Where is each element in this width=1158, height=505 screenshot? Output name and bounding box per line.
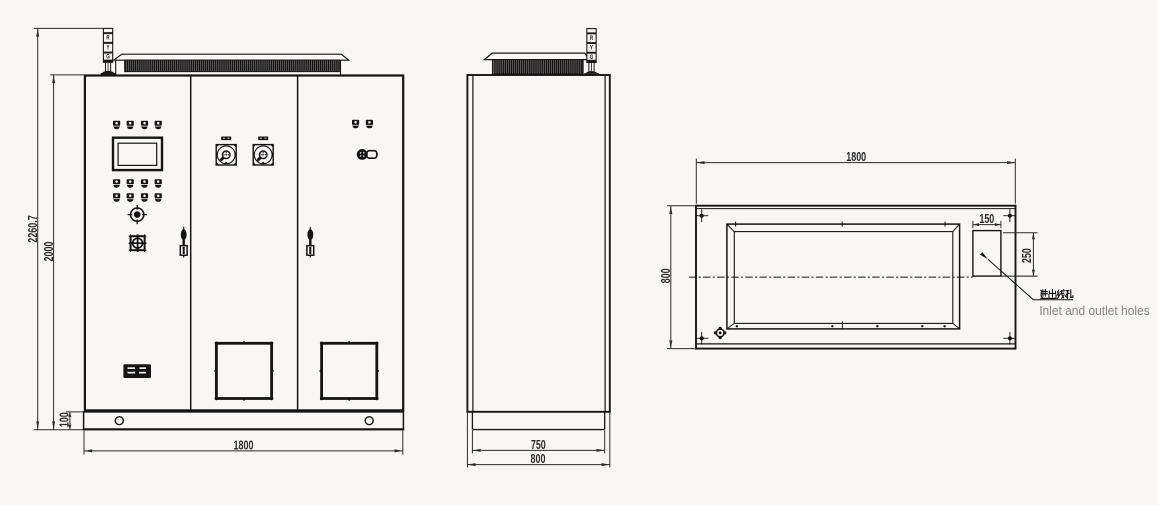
svg-text:R: R [106,35,109,42]
svg-text:G: G [590,54,594,61]
svg-text:150: 150 [979,212,994,226]
svg-text:2260.7: 2260.7 [26,215,40,242]
svg-text:G: G [106,54,110,61]
svg-text:800: 800 [531,452,546,466]
svg-text:1800: 1800 [234,439,254,453]
svg-text:Y: Y [590,45,593,52]
svg-text:100: 100 [58,412,72,427]
svg-text:Y: Y [107,45,110,52]
svg-text:2000: 2000 [42,242,56,262]
svg-text:R: R [590,35,593,42]
svg-text:750: 750 [531,438,546,452]
svg-text:Inlet and outlet holes: Inlet and outlet holes [1039,303,1150,318]
svg-text:800: 800 [659,268,673,283]
svg-text:1800: 1800 [846,150,866,164]
svg-text:250: 250 [1020,248,1034,263]
